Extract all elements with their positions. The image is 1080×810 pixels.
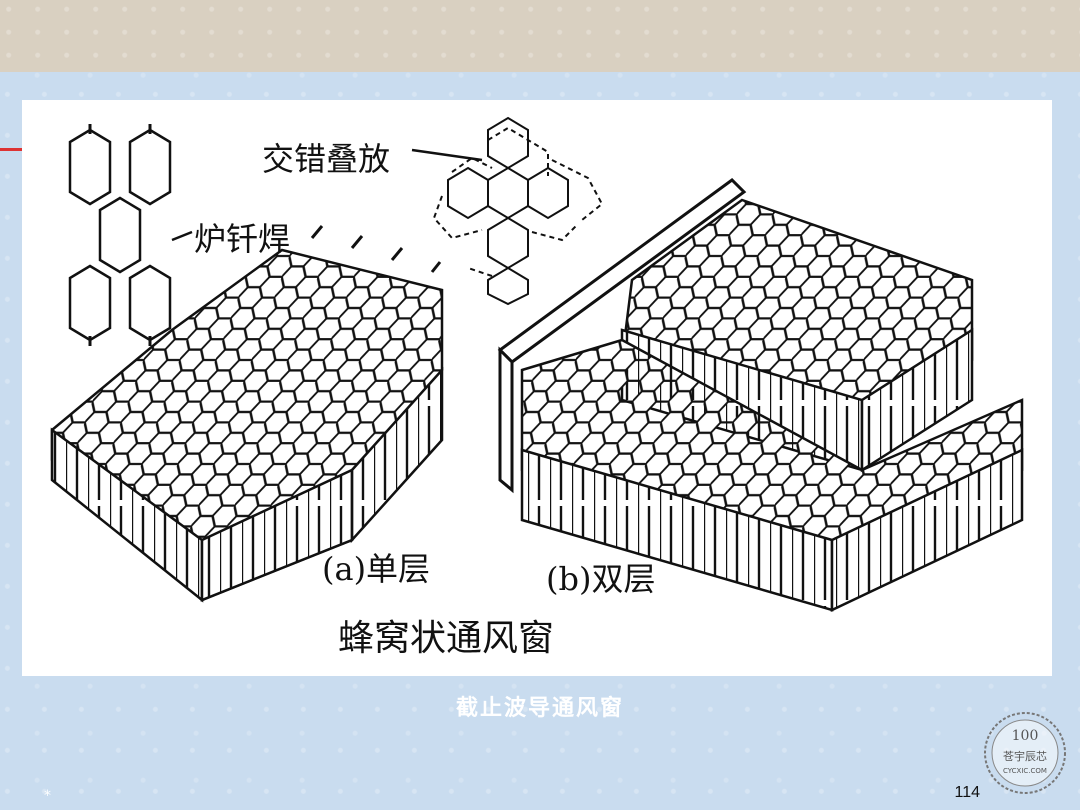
honeycomb-illustration: 交错叠放 炉钎焊 (a)单层 (b)双层 蜂窝状通风窗 (50, 116, 1024, 659)
brazed-hex-detail (68, 124, 193, 346)
label-brazing: 炉钎焊 (194, 220, 290, 258)
single-layer-honeycomb (50, 225, 444, 603)
staggered-hex-detail (411, 116, 604, 306)
seal-name: 苍宇辰芯 (1003, 749, 1047, 763)
page-number: 114 (954, 784, 980, 801)
watermark-seal: 100 苍宇辰芯 CYCXIC.COM (984, 712, 1066, 794)
honeycomb-figure: 交错叠放 炉钎焊 (a)单层 (b)双层 蜂窝状通风窗 (22, 100, 1052, 676)
double-layer-lower (520, 338, 1024, 612)
seal-percent: 100 (1012, 728, 1039, 744)
label-stagger: 交错叠放 (262, 140, 390, 178)
label-double-layer: (b)双层 (546, 560, 655, 598)
figure-title: 蜂窝状通风窗 (338, 618, 554, 659)
footer-mark: * (44, 788, 51, 804)
separator-plate (497, 178, 747, 494)
label-single-layer: (a)单层 (322, 550, 430, 588)
double-layer-upper (620, 198, 974, 473)
title-band (0, 0, 1080, 72)
accent-line (0, 148, 22, 151)
slide-caption: 截止波导通风窗 (455, 696, 624, 721)
seal-site: CYCXIC.COM (1003, 767, 1047, 775)
